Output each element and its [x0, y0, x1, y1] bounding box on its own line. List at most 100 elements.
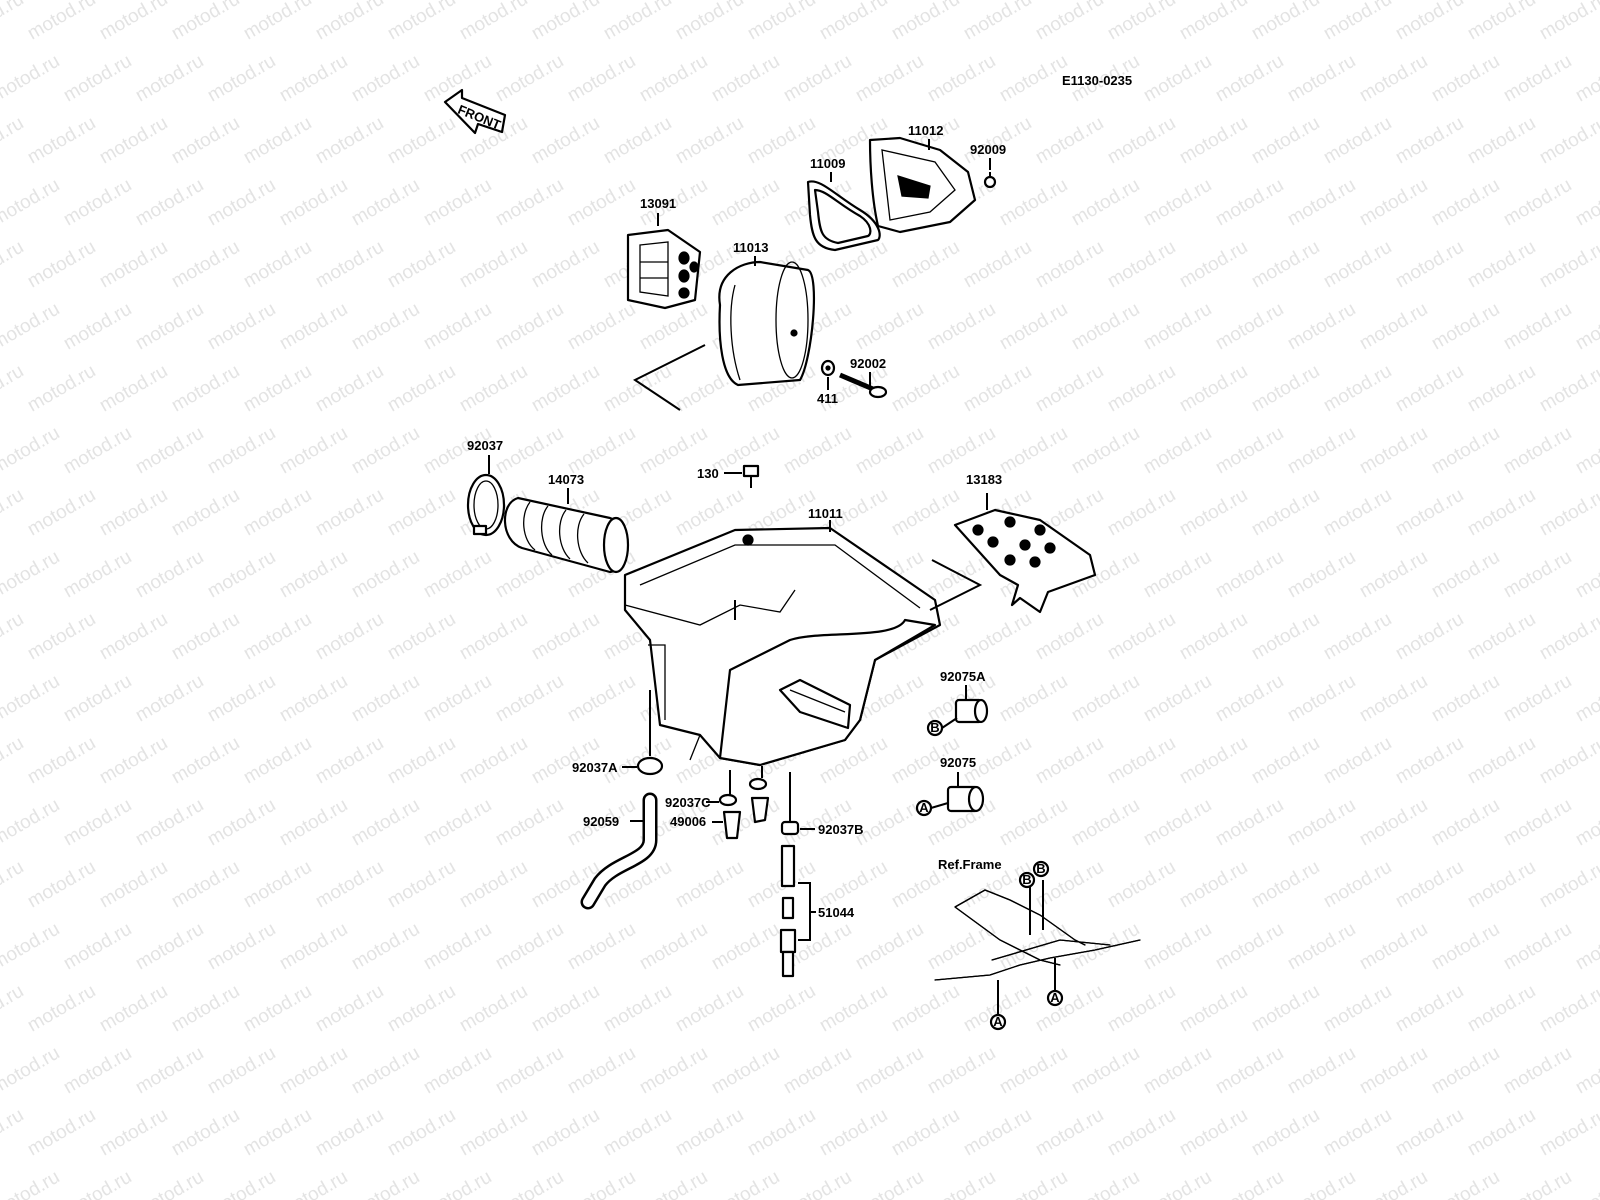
watermark-text: motod.ru	[924, 1043, 999, 1099]
part-11012-cover	[868, 136, 977, 234]
watermark-text: motod.ru	[96, 609, 171, 665]
watermark-text: motod.ru	[348, 175, 423, 231]
watermark-text: motod.ru	[456, 237, 531, 293]
watermark-text: motod.ru	[276, 175, 351, 231]
watermark-text: motod.ru	[1392, 237, 1467, 293]
part-92059-hose	[580, 792, 658, 910]
watermark-text: motod.ru	[384, 0, 459, 44]
watermark-text: motod.ru	[1536, 113, 1600, 169]
watermark-text: motod.ru	[1572, 795, 1600, 851]
watermark-text: motod.ru	[1248, 609, 1323, 665]
watermark-text: motod.ru	[420, 1043, 495, 1099]
label-49006: 49006	[670, 814, 706, 829]
watermark-text: motod.ru	[312, 733, 387, 789]
watermark-text: motod.ru	[1176, 857, 1251, 913]
watermark-text: motod.ru	[1392, 981, 1467, 1037]
watermark-text: motod.ru	[816, 1105, 891, 1161]
watermark-text: motod.ru	[1032, 361, 1107, 417]
part-92037c-clip	[718, 766, 768, 807]
marker-b-92075a: B	[926, 719, 944, 737]
watermark-text: motod.ru	[996, 175, 1071, 231]
svg-text:A: A	[919, 800, 929, 815]
watermark-text: motod.ru	[1284, 1043, 1359, 1099]
watermark-text: motod.ru	[168, 733, 243, 789]
part-11011-air-case	[623, 526, 942, 767]
watermark-text: motod.ru	[996, 423, 1071, 479]
part-92009-screw	[983, 172, 997, 189]
watermark-text: motod.ru	[1248, 361, 1323, 417]
watermark-text: motod.ru	[204, 1167, 279, 1200]
watermark-text: motod.ru	[708, 51, 783, 107]
watermark-text: motod.ru	[384, 733, 459, 789]
watermark-text: motod.ru	[1428, 671, 1503, 727]
watermark-text: motod.ru	[636, 299, 711, 355]
watermark-text: motod.ru	[1320, 981, 1395, 1037]
watermark-text: motod.ru	[0, 1167, 63, 1200]
watermark-text: motod.ru	[1572, 919, 1600, 975]
watermark-text: motod.ru	[24, 113, 99, 169]
watermark-text: motod.ru	[1320, 361, 1395, 417]
watermark-text: motod.ru	[852, 423, 927, 479]
watermark-text: motod.ru	[924, 51, 999, 107]
watermark-text: motod.ru	[996, 795, 1071, 851]
watermark-text: motod.ru	[1284, 51, 1359, 107]
part-51044-drain-tube	[779, 844, 797, 978]
watermark-text: motod.ru	[348, 423, 423, 479]
watermark-text: motod.ru	[456, 609, 531, 665]
watermark-text: motod.ru	[312, 485, 387, 541]
part-92037b-clamp	[780, 772, 800, 836]
watermark-text: motod.ru	[0, 671, 63, 727]
watermark-text: motod.ru	[348, 671, 423, 727]
watermark-text: motod.ru	[60, 547, 135, 603]
marker-a-frame-1: A	[1046, 989, 1064, 1007]
watermark-text: motod.ru	[1356, 51, 1431, 107]
watermark-text: motod.ru	[204, 671, 279, 727]
watermark-text: motod.ru	[1140, 795, 1215, 851]
watermark-text: motod.ru	[348, 547, 423, 603]
watermark-text: motod.ru	[1572, 299, 1600, 355]
watermark-text: motod.ru	[1356, 175, 1431, 231]
watermark-text: motod.ru	[1140, 671, 1215, 727]
watermark-text: motod.ru	[1500, 423, 1575, 479]
diagram-code: E1130-0235	[1062, 73, 1132, 88]
watermark-text: motod.ru	[1212, 919, 1287, 975]
watermark-text: motod.ru	[168, 1105, 243, 1161]
watermark-text: motod.ru	[1572, 51, 1600, 107]
svg-text:A: A	[1050, 990, 1060, 1005]
watermark-text: motod.ru	[132, 175, 207, 231]
watermark-text: motod.ru	[780, 1167, 855, 1200]
watermark-text: motod.ru	[852, 51, 927, 107]
watermark-text: motod.ru	[1572, 547, 1600, 603]
watermark-text: motod.ru	[1428, 299, 1503, 355]
label-13183: 13183	[966, 472, 1002, 487]
watermark-text: motod.ru	[528, 609, 603, 665]
watermark-text: motod.ru	[1104, 361, 1179, 417]
watermark-text: motod.ru	[1356, 299, 1431, 355]
watermark-text: motod.ru	[276, 1167, 351, 1200]
watermark-text: motod.ru	[528, 981, 603, 1037]
watermark-text: motod.ru	[96, 733, 171, 789]
watermark-text: motod.ru	[1032, 733, 1107, 789]
marker-b-frame-1: B	[1018, 871, 1036, 889]
watermark-text: motod.ru	[60, 919, 135, 975]
watermark-text: motod.ru	[204, 919, 279, 975]
watermark-text: motod.ru	[132, 51, 207, 107]
watermark-text: motod.ru	[492, 299, 567, 355]
watermark-text: motod.ru	[0, 423, 63, 479]
watermark-text: motod.ru	[168, 609, 243, 665]
watermark-text: motod.ru	[60, 671, 135, 727]
watermark-text: motod.ru	[1572, 1167, 1600, 1200]
watermark-text: motod.ru	[1068, 1043, 1143, 1099]
watermark-text: motod.ru	[996, 1043, 1071, 1099]
watermark-text: motod.ru	[1464, 113, 1539, 169]
watermark-text: motod.ru	[1500, 175, 1575, 231]
watermark-text: motod.ru	[1140, 919, 1215, 975]
watermark-text: motod.ru	[1536, 237, 1600, 293]
watermark-text: motod.ru	[1140, 51, 1215, 107]
watermark-text: motod.ru	[204, 299, 279, 355]
watermark-text: motod.ru	[1212, 51, 1287, 107]
watermark-text: motod.ru	[384, 113, 459, 169]
watermark-text: motod.ru	[96, 485, 171, 541]
watermark-text: motod.ru	[384, 237, 459, 293]
watermark-text: motod.ru	[168, 981, 243, 1037]
